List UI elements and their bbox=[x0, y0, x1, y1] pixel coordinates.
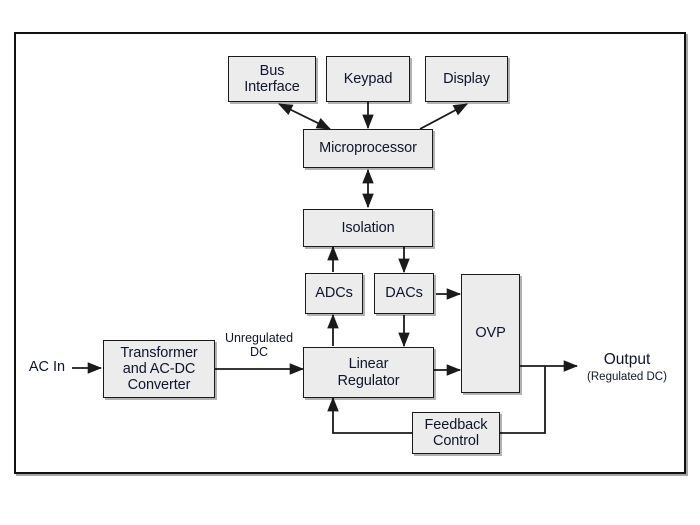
node-linear-regulator-label: Linear Regulator bbox=[337, 356, 400, 389]
node-transformer-label: Transformer and AC-DC Converter bbox=[120, 344, 198, 394]
label-output-sub: (Regulated DC) bbox=[587, 371, 667, 383]
node-feedback-control[interactable]: Feedback Control bbox=[412, 412, 500, 454]
node-ovp[interactable]: OVP bbox=[461, 274, 520, 393]
node-ovp-label: OVP bbox=[475, 325, 506, 342]
node-keypad[interactable]: Keypad bbox=[326, 56, 410, 102]
node-microprocessor-label: Microprocessor bbox=[319, 140, 417, 157]
node-transformer[interactable]: Transformer and AC-DC Converter bbox=[103, 340, 215, 398]
node-adcs[interactable]: ADCs bbox=[305, 273, 363, 314]
wire-output-feedback bbox=[500, 366, 546, 434]
node-isolation-label: Isolation bbox=[341, 219, 395, 236]
node-display-label: Display bbox=[443, 70, 490, 87]
node-microprocessor[interactable]: Microprocessor bbox=[303, 129, 433, 168]
node-bus-interface[interactable]: Bus Interface bbox=[228, 56, 316, 102]
node-dacs[interactable]: DACs bbox=[374, 273, 434, 314]
wire-microprocessor-display bbox=[419, 103, 468, 130]
label-unregulated-dc: Unregulated DC bbox=[224, 331, 294, 359]
wire-feedback-regulator bbox=[327, 396, 413, 434]
diagram-frame bbox=[14, 32, 686, 474]
label-output: Output bbox=[603, 351, 651, 368]
node-adcs-label: ADCs bbox=[315, 285, 353, 302]
node-feedback-control-label: Feedback Control bbox=[424, 416, 488, 449]
node-bus-interface-label: Bus Interface bbox=[244, 62, 300, 95]
label-ac-in: AC In bbox=[28, 359, 66, 375]
node-keypad-label: Keypad bbox=[343, 70, 393, 87]
wire-bus-microprocessor bbox=[278, 103, 331, 130]
node-isolation[interactable]: Isolation bbox=[303, 209, 433, 247]
node-display[interactable]: Display bbox=[425, 56, 508, 102]
node-dacs-label: DACs bbox=[385, 285, 423, 302]
node-linear-regulator[interactable]: Linear Regulator bbox=[303, 347, 434, 398]
